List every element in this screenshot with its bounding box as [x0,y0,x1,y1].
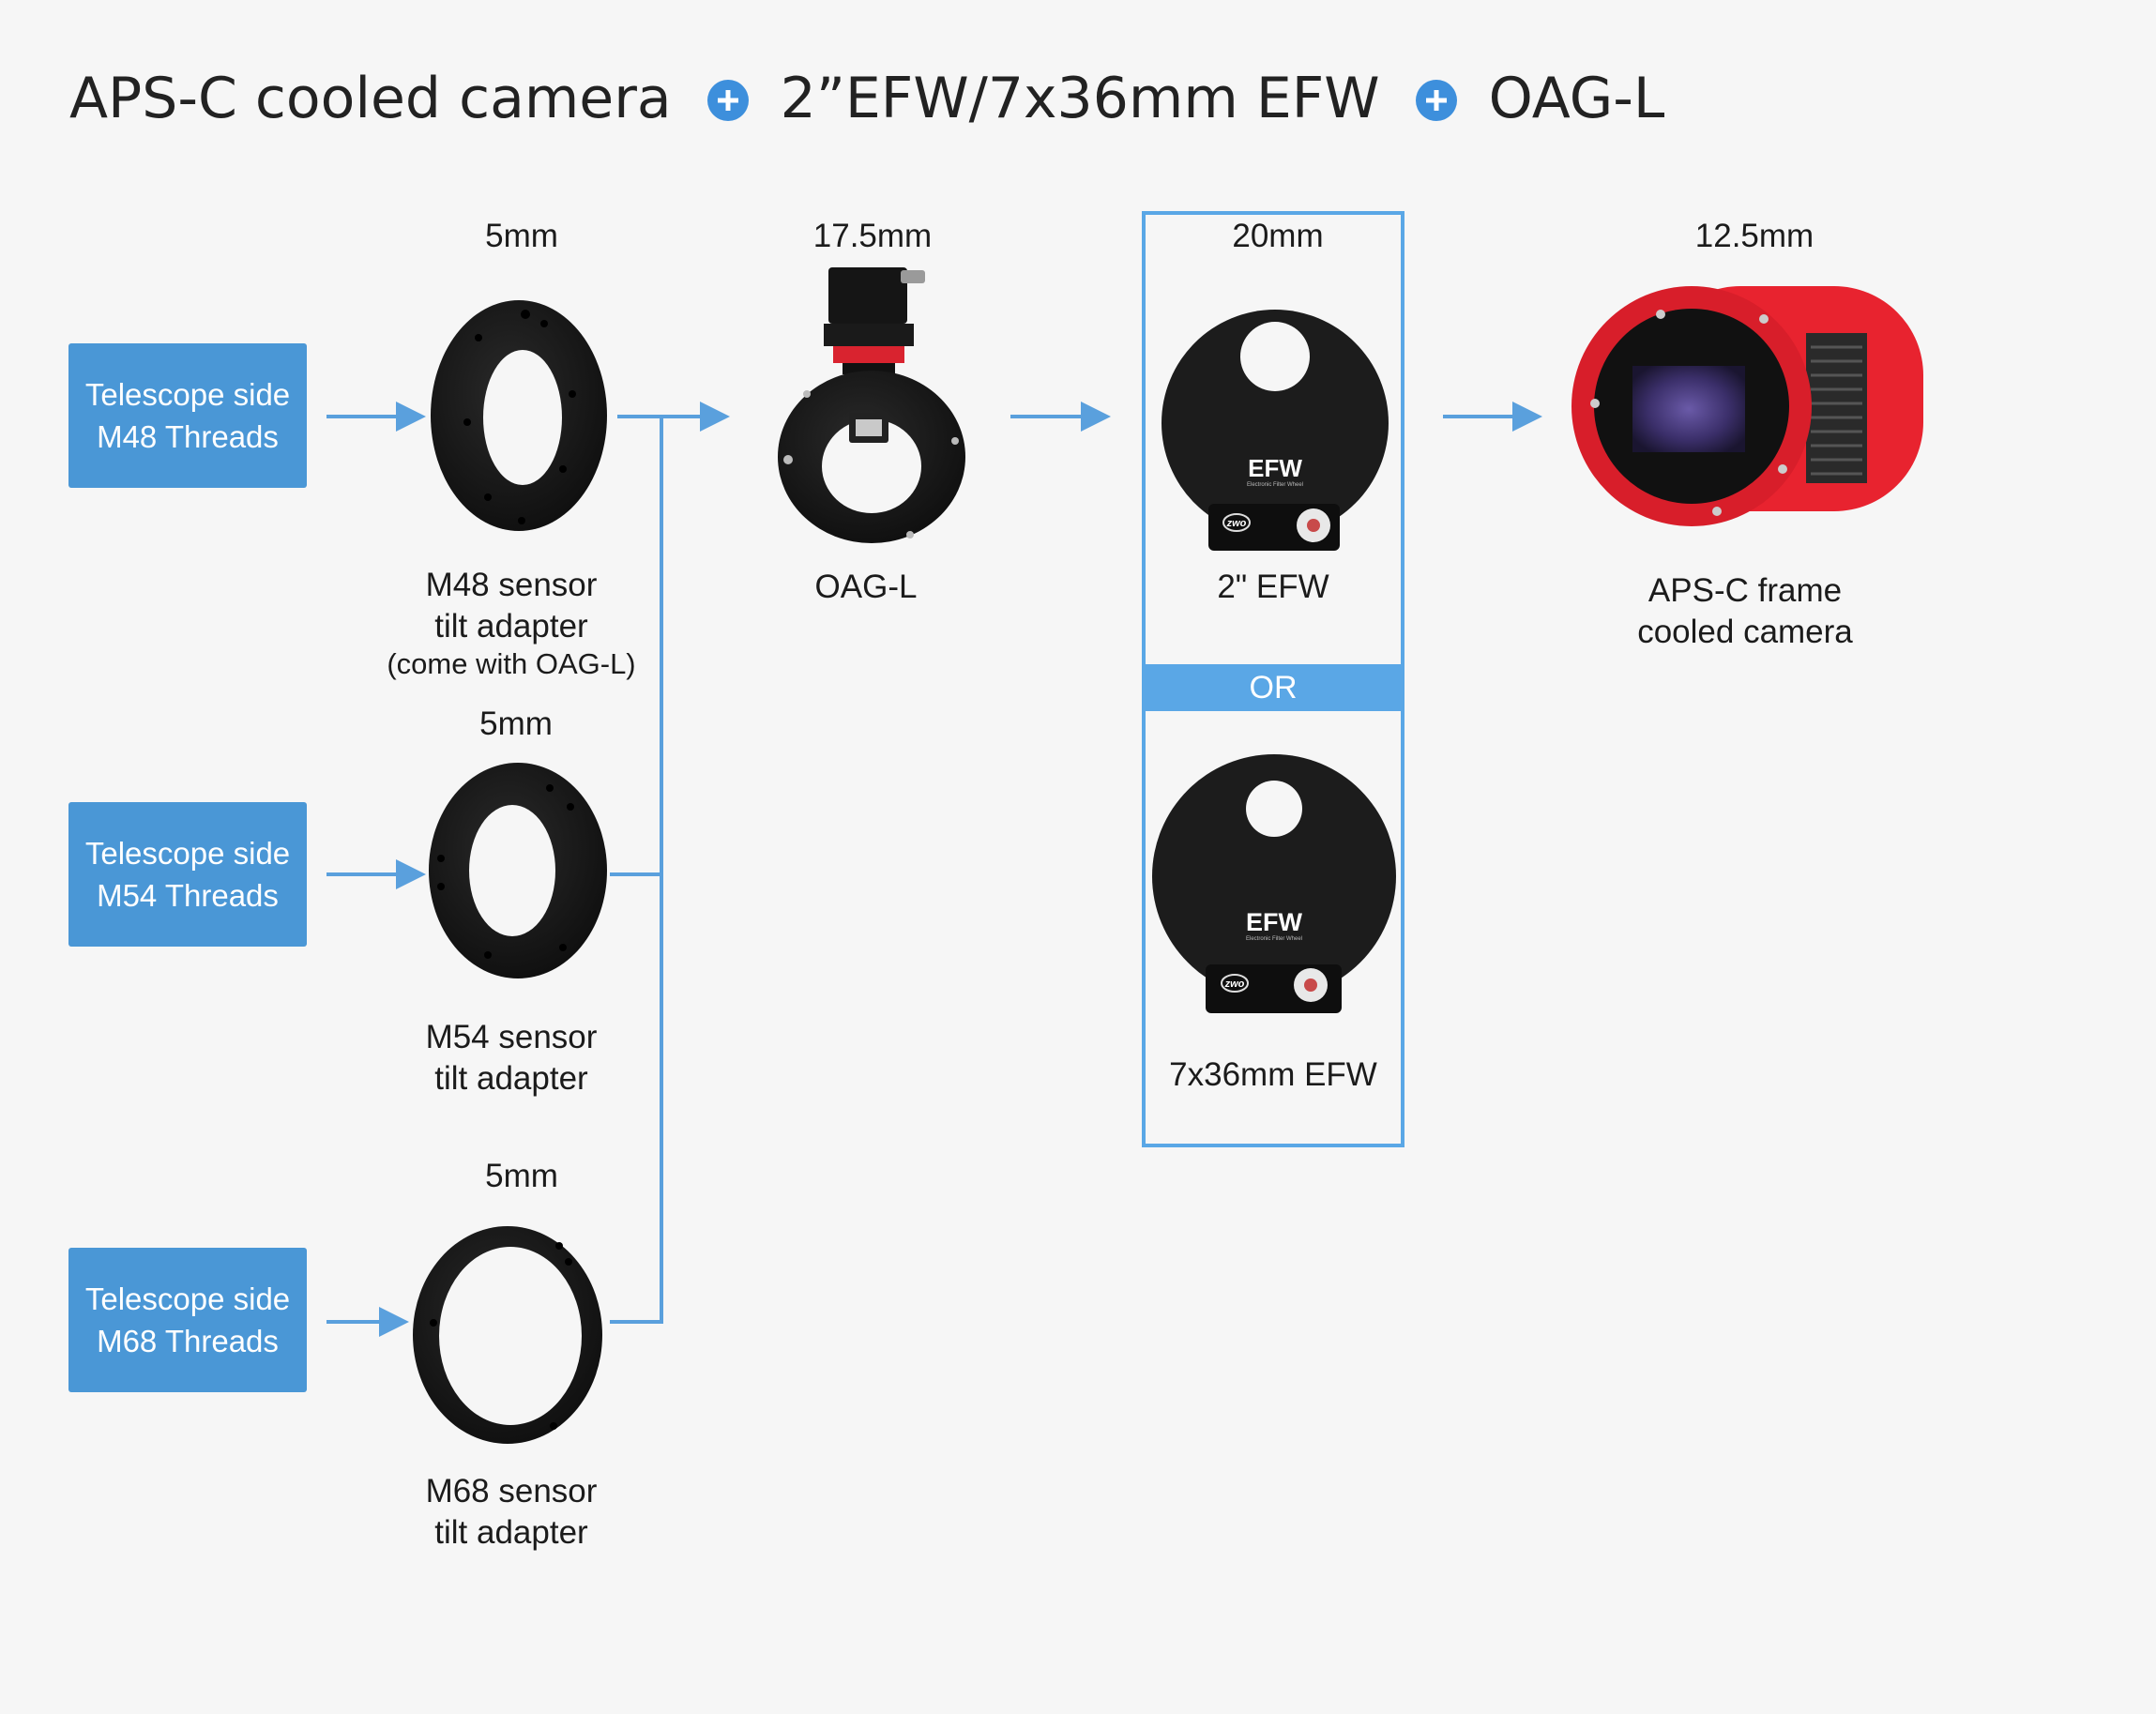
m54-tilt-adapter-image [429,763,607,978]
title-efw: 2”EFW/7x36mm EFW [780,66,1380,131]
title-oag: OAG-L [1488,66,1665,131]
m48-adapter-dim: 5mm [485,218,558,254]
m54-adapter-dim: 5mm [479,705,553,742]
m68-tilt-adapter-image [413,1226,602,1444]
efw-2inch-label: 2" EFW [1217,569,1329,605]
telescope-box-line1: Telescope side [84,836,291,871]
efw-7x36-image: EFW Electronic Filter Wheel zwo [1152,754,1396,1013]
efw-7x36-wheel-text: EFW [1246,908,1303,936]
label-line: cooled camera [1637,614,1853,650]
efw-7x36-brand: zwo [1224,978,1245,990]
plus-circle-icon [706,80,749,121]
label-line: APS-C frame [1647,572,1843,609]
oag-dim: 17.5mm [812,218,933,254]
label-line: M48 sensor [425,567,598,603]
telescope-box-line1: Telescope side [84,377,291,412]
camera-label: APS-C frame cooled camera [1557,570,1933,653]
plus-circle-icon [1415,80,1457,121]
oag-label: OAG-L [814,569,918,605]
telescope-box-line2: M48 Threads [97,419,279,454]
telescope-side-m48-box: Telescope side M48 Threads [68,343,307,488]
oag-l-image [778,267,965,543]
label-line: M68 sensor [425,1473,598,1509]
page-title: APS-C cooled camera 2”EFW/7x36mm EFW OAG… [69,58,1664,139]
label-line: tilt adapter [434,1514,588,1551]
telescope-box-line1: Telescope side [84,1282,291,1316]
telescope-box-line2: M68 Threads [97,1324,279,1358]
efw-2inch-brand: zwo [1226,518,1247,529]
camera-dim: 12.5mm [1694,218,1814,254]
telescope-box-line2: M54 Threads [97,878,279,913]
aps-c-camera-image [1571,286,1923,526]
m54-adapter-label: M54 sensor tilt adapter [347,1017,676,1100]
efw-7x36-label: 7x36mm EFW [1169,1056,1377,1093]
label-note: (come with OAG-L) [387,647,636,680]
efw-7x36-wheel-subtext: Electronic Filter Wheel [1246,936,1302,942]
label-line: tilt adapter [434,1060,588,1097]
m48-tilt-adapter-image [431,300,607,531]
m68-adapter-label: M68 sensor tilt adapter [347,1471,676,1554]
efw-2inch-image: EFW Electronic Filter Wheel zwo [1162,310,1389,551]
telescope-side-m68-box: Telescope side M68 Threads [68,1248,307,1392]
label-line: M54 sensor [425,1019,598,1055]
efw-2inch-wheel-text: EFW [1248,454,1302,482]
label-line: tilt adapter [434,608,588,645]
efw-dim: 20mm [1232,218,1324,254]
or-divider: OR [1142,664,1404,711]
efw-2inch-wheel-subtext: Electronic Filter Wheel [1247,482,1303,488]
title-camera: APS-C cooled camera [69,66,672,131]
telescope-side-m54-box: Telescope side M54 Threads [68,802,307,947]
m48-adapter-label: M48 sensor tilt adapter (come with OAG-L… [347,565,676,681]
m68-adapter-dim: 5mm [485,1158,558,1194]
